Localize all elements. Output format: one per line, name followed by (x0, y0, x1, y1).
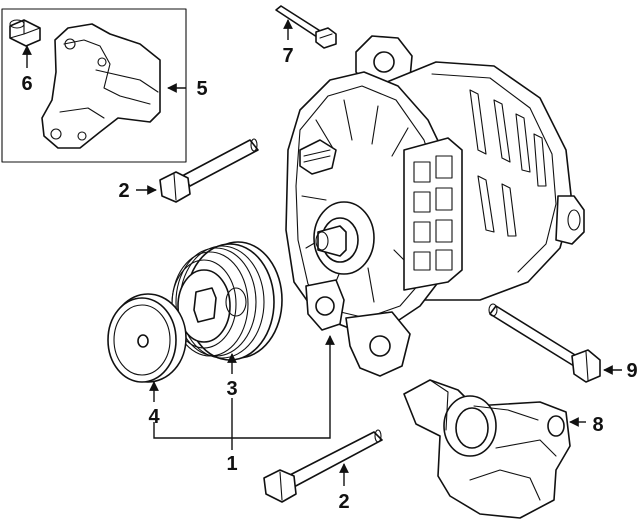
pulley-part-3 (171, 241, 283, 361)
callout-4: 4 (148, 406, 160, 428)
callout-9: 9 (626, 360, 637, 382)
bolt-part-7 (275, 5, 337, 49)
callout-6: 6 (21, 73, 32, 95)
bushing-part-6 (9, 19, 41, 47)
callout-7: 7 (282, 45, 293, 67)
callout-2-upper: 2 (118, 180, 129, 202)
cap-part-4 (107, 293, 187, 383)
bolt-part-2-lower (263, 429, 383, 503)
callout-8: 8 (592, 414, 603, 436)
bolt-part-2-upper (159, 138, 259, 203)
callout-1: 1 (226, 453, 237, 475)
callout-5: 5 (196, 78, 207, 100)
callout-2-lower: 2 (338, 491, 349, 513)
leader-lines (22, 19, 622, 486)
alternator-part-1 (285, 35, 585, 377)
callout-3: 3 (226, 378, 237, 400)
bolt-part-9 (488, 303, 601, 383)
bracket-part-8 (403, 379, 571, 519)
inset-box (1, 8, 187, 163)
bracket-part-5 (41, 23, 161, 149)
